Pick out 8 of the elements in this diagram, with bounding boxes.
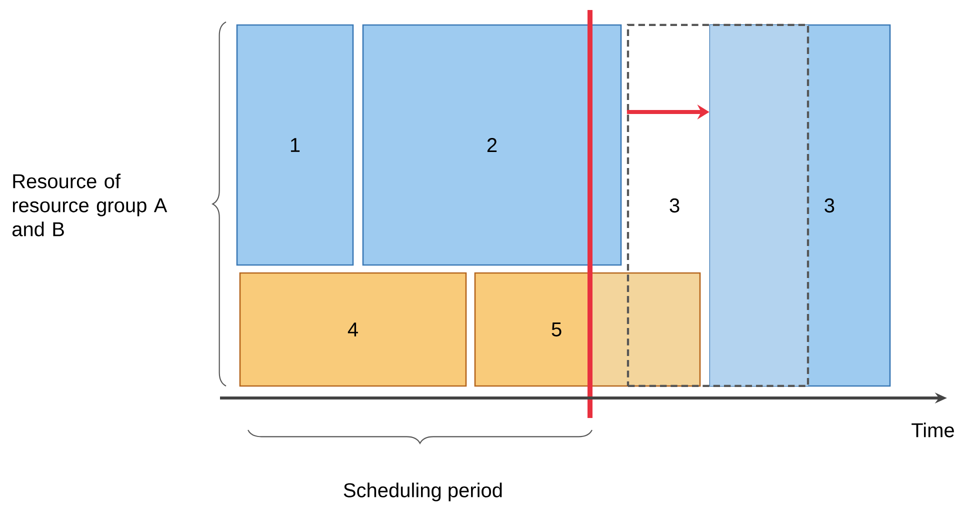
task-box: 5 xyxy=(474,272,701,387)
task-box: 1 xyxy=(236,24,354,266)
brace-label: Scheduling period xyxy=(344,482,502,502)
axis-label: Time xyxy=(912,422,954,438)
task-box: 2 xyxy=(362,24,622,266)
original-position-box: 3 xyxy=(626,24,810,388)
task-box: 4 xyxy=(239,272,467,387)
brace-label: Resource of resource group A and B xyxy=(12,174,168,236)
